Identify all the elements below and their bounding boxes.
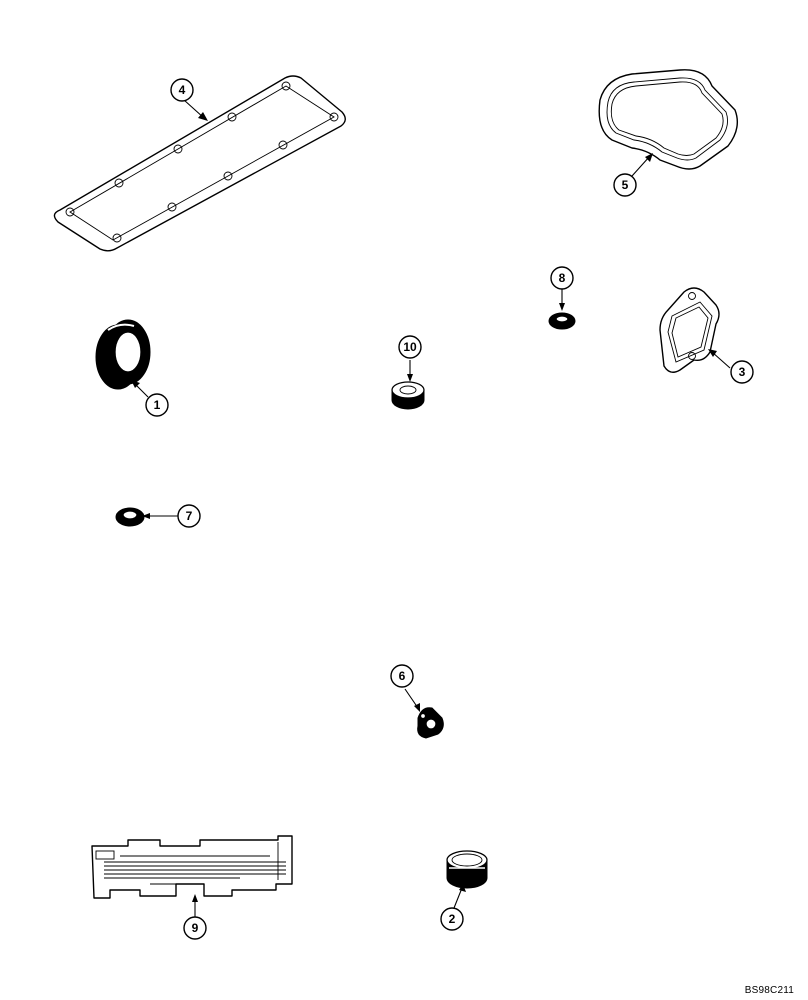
callout-label: 3 <box>739 365 746 379</box>
callout-7: 7 <box>177 504 201 528</box>
valve-cover-gasket-part-5 <box>598 69 738 170</box>
callout-label: 10 <box>403 340 417 354</box>
callout-label: 5 <box>622 178 629 192</box>
callout-label: 6 <box>399 669 406 683</box>
callout-label: 4 <box>179 83 186 97</box>
callout-6: 6 <box>390 664 414 688</box>
washer-part-7 <box>115 507 145 527</box>
flange-gasket-part-3 <box>659 287 720 373</box>
callout-label: 8 <box>559 271 566 285</box>
callout-9: 9 <box>183 916 207 940</box>
oil-seal-part-1 <box>95 319 151 390</box>
callout-label: 7 <box>186 509 193 523</box>
callout-label: 1 <box>154 398 161 412</box>
callout-4: 4 <box>170 78 194 102</box>
callout-label: 9 <box>192 921 199 935</box>
callout-8: 8 <box>550 266 574 290</box>
callout-3: 3 <box>730 360 754 384</box>
plug-cap-part-2 <box>446 850 488 889</box>
callout-1: 1 <box>145 393 169 417</box>
callout-10: 10 <box>398 335 422 359</box>
hose-clamp-part-6 <box>417 707 444 739</box>
reference-code: BS98C211 <box>744 985 794 996</box>
washer-part-8 <box>548 312 576 330</box>
callout-2: 2 <box>440 907 464 931</box>
leader-lines <box>133 99 731 917</box>
plug-part-10 <box>391 381 425 410</box>
cylinder-liner-gauge-part-9 <box>91 835 293 899</box>
callout-label: 2 <box>449 912 456 926</box>
flat-gasket-part-4 <box>53 75 346 252</box>
leader-arrowheads <box>131 112 717 902</box>
callout-5: 5 <box>613 173 637 197</box>
